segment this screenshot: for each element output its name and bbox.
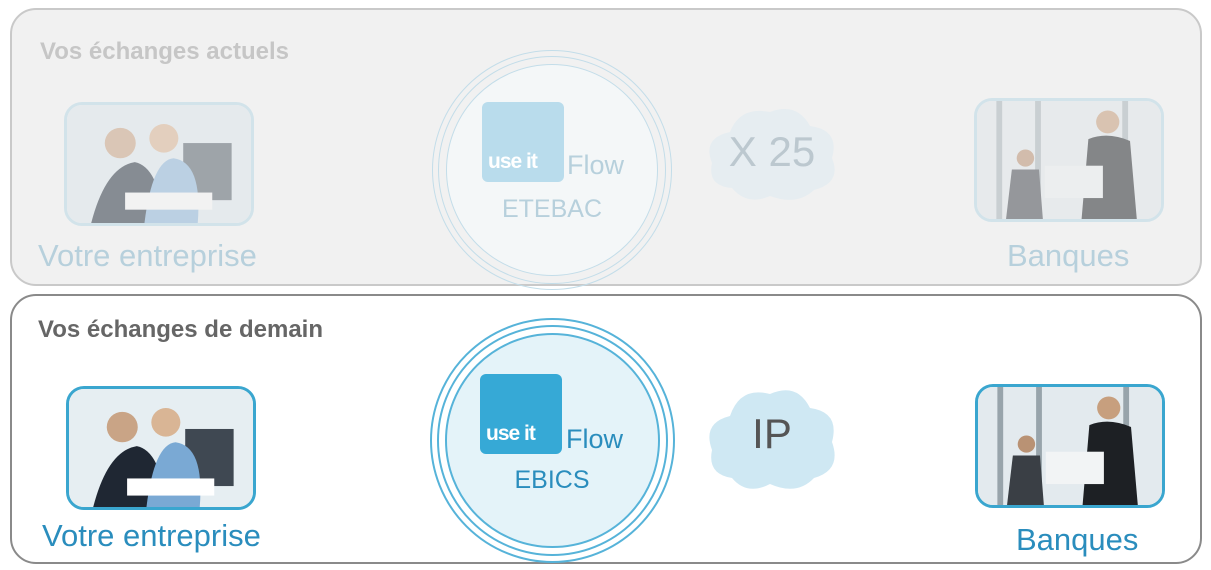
banks-label: Banques (1016, 522, 1139, 557)
company-photo (64, 102, 254, 226)
future-exchanges-panel: Vos échanges de demain Votre entreprise … (10, 294, 1202, 564)
protocol-label: EBICS (514, 466, 590, 494)
company-photo (66, 386, 256, 510)
network-label: X 25 (728, 128, 816, 175)
company-label: Votre entreprise (42, 518, 261, 553)
banks-photo (974, 98, 1164, 222)
current-heading: Vos échanges actuels (40, 38, 289, 65)
network-label: IP (752, 410, 792, 457)
flow-label: Flow (566, 424, 624, 454)
banks-label: Banques (1007, 238, 1130, 273)
hub-circle: use it Flow ETEBAC (432, 50, 672, 290)
use-it-logo: use it (480, 374, 562, 454)
banks-photo (975, 384, 1165, 508)
future-heading: Vos échanges de demain (38, 316, 323, 343)
flow-label: Flow (567, 150, 625, 180)
protocol-label: ETEBAC (501, 195, 603, 223)
company-label: Votre entreprise (38, 238, 257, 273)
current-exchanges-panel: Vos échanges actuels Votre entreprise us… (10, 8, 1202, 290)
network-cloud: X 25 (702, 98, 842, 213)
hub-circle: use it Flow EBICS (430, 318, 675, 563)
use-it-logo: use it (482, 102, 564, 182)
network-cloud: IP (702, 378, 842, 503)
